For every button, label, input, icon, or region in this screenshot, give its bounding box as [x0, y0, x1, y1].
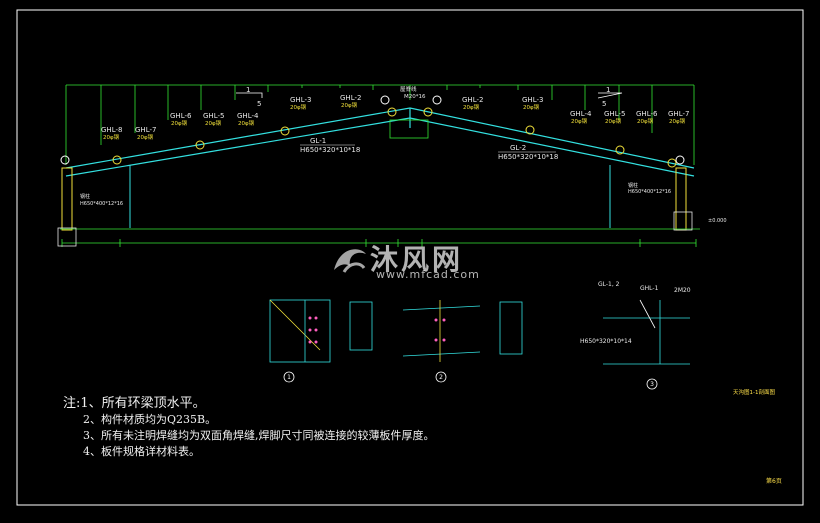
label-column-right: 钢柱 — [628, 182, 638, 189]
legend-right: 天沟图1-1剖面图 — [733, 388, 775, 396]
ridge-detail-box — [389, 119, 429, 139]
slope-indicators — [236, 92, 623, 99]
purlin-spec-2: 20φ钢 — [137, 133, 154, 141]
label-column-right-spec: H650*400*12*16 — [628, 189, 671, 195]
detail-1 — [269, 299, 331, 383]
purlin-spec-12: 20φ钢 — [637, 117, 654, 125]
detail-1-plate — [349, 301, 373, 351]
note-1: 注:1、所有环梁顶水平。 — [63, 396, 206, 411]
sheet-number: 第6页 — [766, 478, 782, 485]
detail-mark-1: 1 — [287, 374, 291, 381]
purlin-spec-4: 20φ钢 — [205, 119, 222, 127]
foundations — [57, 211, 693, 247]
label-gl2-spec: H650*320*10*18 — [498, 153, 558, 161]
label-ghl4-right: GHL-4 — [570, 110, 592, 118]
label-ridge-top: 屋脊线 — [400, 85, 417, 93]
detail-3 — [603, 299, 690, 390]
watermark: 沐风网 www.mfcad.com — [330, 238, 500, 282]
purlin-spec-11: 20φ钢 — [605, 117, 622, 125]
detail-1-bolts — [308, 316, 318, 344]
slope-num-right: 1 — [606, 86, 610, 94]
label-ghl2-left: GHL-2 — [340, 94, 361, 102]
rafter-outline — [65, 107, 695, 177]
detail-2-bolts — [434, 318, 446, 342]
label-ghl4-left: GHL-4 — [237, 112, 259, 120]
label-ghl8: GHL-8 — [101, 126, 122, 134]
label-ghl6: GHL-6 — [170, 112, 192, 120]
note-4: 4、板件规格详材料表。 — [83, 445, 200, 458]
watermark-cn: 沐风网 — [370, 243, 464, 276]
label-ghl3-right: GHL-3 — [522, 96, 543, 104]
detail-3-label-ghl: GHL-1 — [640, 285, 659, 292]
detail-mark-2: 2 — [439, 374, 443, 381]
top-dimension-line — [65, 84, 695, 165]
label-column-left: 钢柱 — [80, 193, 90, 200]
columns — [61, 165, 687, 231]
label-elevation-right: ±0.000 — [708, 218, 727, 224]
slope-den-left: 5 — [257, 100, 261, 108]
label-gl1: GL-1 — [310, 137, 326, 145]
note-3: 3、所有未注明焊缝均为双面角焊缝,焊脚尺寸同被连接的较薄板件厚度。 — [83, 429, 435, 442]
label-column-left-spec: H650*400*12*16 — [80, 201, 123, 207]
watermark-logo-icon — [334, 249, 366, 273]
purlin-spec-1: 20φ钢 — [103, 133, 120, 141]
purlin-spec-6: 20φ钢 — [290, 103, 307, 111]
label-gl1-spec: H650*320*10*18 — [300, 146, 360, 154]
detail-mark-3: 3 — [650, 381, 654, 388]
drawing-border — [16, 9, 804, 506]
purlin-spec-9: 20φ钢 — [523, 103, 540, 111]
detail-3-label-bolt: 2M20 — [674, 287, 691, 294]
note-2: 2、构件材质均为Q235B。 — [83, 413, 217, 426]
detail-3-label-gl: GL-1, 2 — [598, 281, 620, 288]
slope-den-right: 5 — [602, 100, 606, 108]
label-ghl5: GHL-5 — [203, 112, 224, 120]
label-ghl6-right: GHL-6 — [636, 110, 658, 118]
ground-dimension — [60, 228, 700, 247]
label-ridge-spec: M20*16 — [404, 94, 426, 100]
purlin-spec-5: 20φ钢 — [238, 119, 255, 127]
label-ghl2-right: GHL-2 — [462, 96, 483, 104]
label-gl2: GL-2 — [510, 144, 526, 152]
purlin-spec-13: 20φ钢 — [669, 117, 686, 125]
label-ghl3-left: GHL-3 — [290, 96, 311, 104]
slope-num-left: 1 — [246, 86, 250, 94]
notes-block: 注:1、所有环梁顶水平。 2、构件材质均为Q235B。 3、所有未注明焊缝均为双… — [63, 396, 435, 460]
label-ghl7-right: GHL-7 — [668, 110, 689, 118]
label-ghl7: GHL-7 — [135, 126, 156, 134]
detail-2 — [402, 300, 523, 383]
detail-3-label-spec: H650*320*10*14 — [580, 338, 632, 345]
purlin-spec-3: 20φ钢 — [171, 119, 188, 127]
watermark-en: www.mfcad.com — [376, 268, 480, 281]
purlin-spec-10: 20φ钢 — [571, 117, 588, 125]
bolt-markers — [60, 95, 685, 168]
label-ghl5-right: GHL-5 — [604, 110, 625, 118]
purlin-spec-7: 20φ钢 — [341, 101, 358, 109]
purlin-spec-8: 20φ钢 — [463, 103, 480, 111]
